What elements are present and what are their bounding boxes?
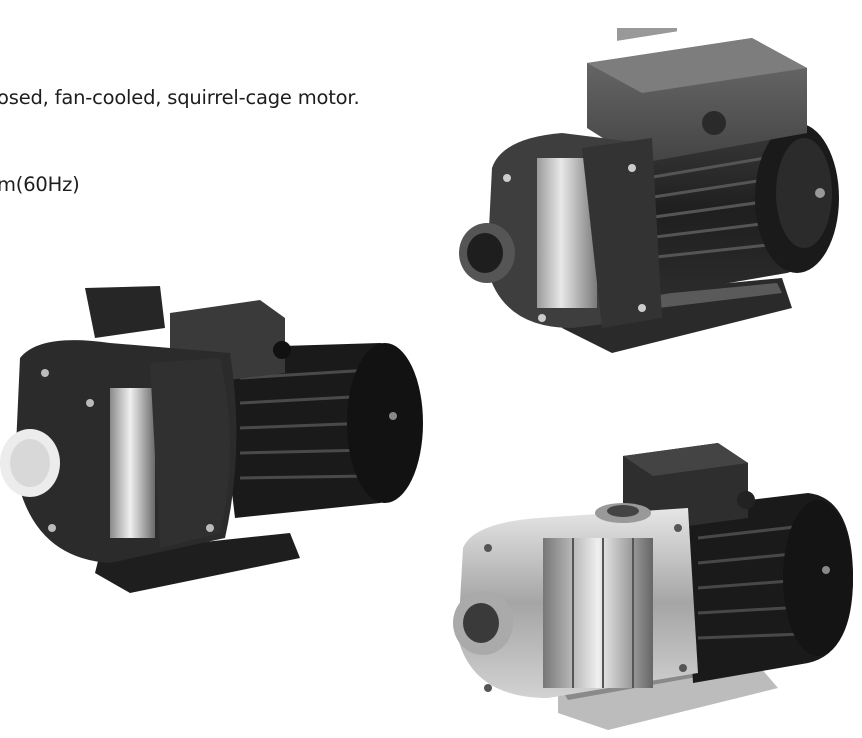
pump-image-top [459,28,839,353]
description-text-line2: m(60Hz) [0,173,80,196]
pump-image-left [0,286,423,593]
description-text-line1: osed, fan-cooled, squirrel-cage motor. [0,86,360,109]
pump-image-bottom [453,443,853,730]
